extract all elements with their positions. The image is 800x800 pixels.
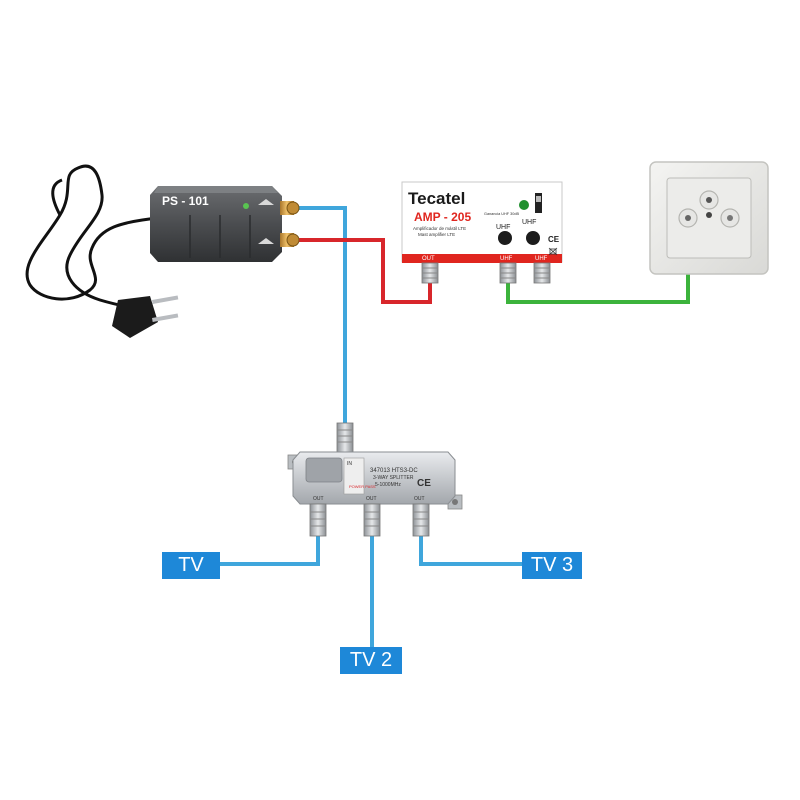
amp-gain-knob-a[interactable] (498, 231, 512, 245)
amp-brand: Tecatel (408, 189, 465, 208)
tv2-label: TV 2 (340, 647, 402, 674)
ps-model-label: PS - 101 (162, 194, 209, 208)
amp-gain-switch[interactable] (535, 193, 542, 213)
mains-cable (25, 164, 159, 314)
power-led (243, 203, 249, 209)
amp-model: AMP - 205 (414, 210, 471, 224)
amp-connector-uhf-a[interactable] (499, 262, 517, 284)
splitter-out-label-1: OUT (313, 496, 324, 502)
ps-output-connector-upper[interactable] (280, 201, 300, 215)
wall-antenna-socket-icon (649, 161, 769, 275)
amp-knob-label-a: UHF (496, 224, 510, 231)
splitter-connector-out-1[interactable] (309, 503, 327, 537)
splitter-3way: IN POWER PASS 347013 HTS3-DC 3-WAY SPLIT… (287, 422, 463, 537)
amp-connector-uhf-b[interactable] (533, 262, 551, 284)
amp-port-out-label: OUT (422, 256, 435, 262)
amp-gain-knob-b[interactable] (526, 231, 540, 245)
cable-blue-tv3 (419, 535, 522, 566)
amp-desc-line2: Mast amplifier LTE (418, 232, 455, 237)
power-plug-icon (112, 295, 179, 338)
splitter-out-label-2: OUT (366, 496, 377, 502)
tv3-label: TV 3 (522, 552, 582, 579)
power-supply-ps101: PS - 101 (25, 164, 300, 338)
cable-blue-ps-to-splitter (290, 206, 347, 425)
amp-desc-line1: Amplificador de mástil LTE (413, 226, 466, 231)
cable-red-ps-to-amplifier (290, 238, 432, 304)
splitter-part-number: 347013 HTS3-DC (370, 468, 418, 474)
amp-port-uhf-a-label: UHF (500, 256, 513, 262)
amp-knob-label-b: UHF (522, 219, 536, 226)
amplifier-amp205: Tecatel AMP - 205 Amplificador de mástil… (401, 181, 563, 284)
splitter-freq-label: 5-1000MHz (375, 482, 401, 488)
splitter-power-pass-label: POWER PASS (349, 484, 376, 489)
amp-status-led (519, 200, 529, 210)
ps-output-connector-lower[interactable] (280, 233, 300, 247)
ce-mark-icon: CE (548, 235, 560, 244)
amp-connector-out[interactable] (421, 262, 439, 284)
amp-port-uhf-b-label: UHF (535, 256, 548, 262)
splitter-ce-mark-icon: CE (417, 478, 431, 489)
weee-bin-icon (548, 247, 558, 256)
tv1-label: TV 1 (162, 552, 220, 603)
splitter-type-label: 3-WAY SPLITTER (373, 475, 414, 481)
splitter-in-label: IN (347, 461, 352, 467)
splitter-connector-in[interactable] (336, 422, 354, 454)
cable-blue-tv1 (220, 535, 320, 566)
amp-gain-label: Ganancia UHF 30dB (484, 212, 520, 216)
splitter-out-label-3: OUT (414, 496, 425, 502)
splitter-connector-out-2[interactable] (363, 503, 381, 537)
splitter-connector-out-3[interactable] (412, 503, 430, 537)
